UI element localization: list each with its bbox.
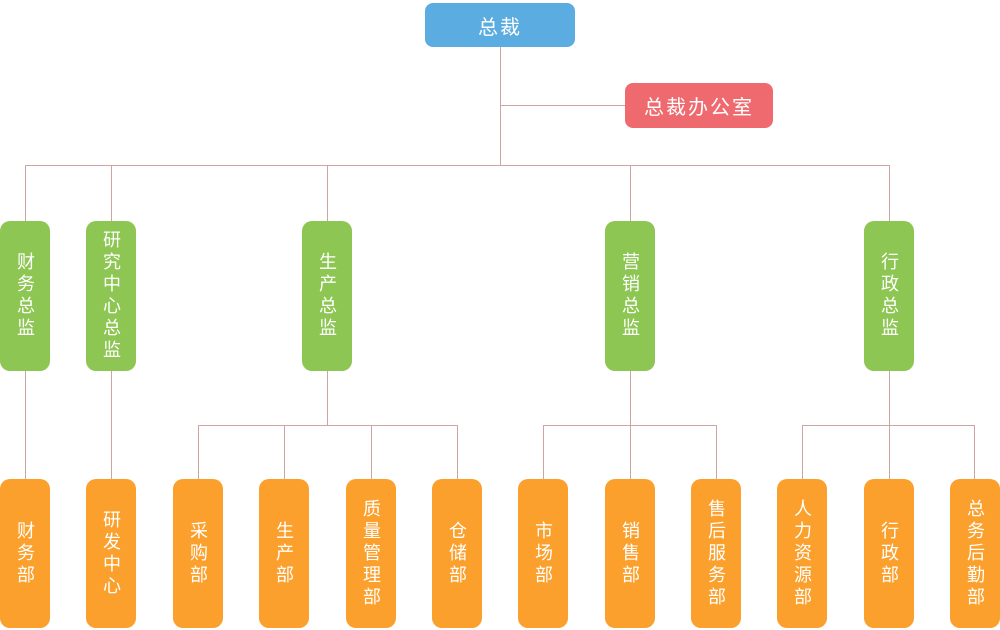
connector-line [543, 425, 716, 426]
node-ceo: 总裁 [425, 3, 575, 47]
connector-line [371, 425, 372, 479]
connector-line [111, 371, 112, 479]
node-finance-director: 财务总监 [0, 221, 50, 371]
connector-line [889, 371, 890, 425]
connector-line [716, 425, 717, 479]
node-admin-director: 行政总监 [864, 221, 914, 371]
node-quality-mgmt-dept: 质量管理部 [346, 479, 396, 628]
connector-line [630, 165, 631, 221]
node-sales-dept: 销售部 [605, 479, 655, 628]
node-production-dept: 生产部 [259, 479, 309, 628]
node-admin-dept: 行政部 [864, 479, 914, 628]
connector-line [500, 47, 501, 165]
connector-line [457, 425, 458, 479]
node-president-office: 总裁办公室 [625, 83, 773, 128]
connector-line [500, 105, 625, 106]
node-market-dept: 市场部 [518, 479, 568, 628]
node-general-affairs-logistics-dept: 总务后勤部 [950, 479, 1000, 628]
connector-line [111, 165, 112, 221]
connector-line [25, 165, 889, 166]
connector-line [198, 425, 199, 479]
node-marketing-director: 营销总监 [605, 221, 655, 371]
node-rnd-center: 研发中心 [86, 479, 136, 628]
connector-line [889, 425, 890, 479]
node-finance-dept: 财务部 [0, 479, 50, 628]
connector-line [25, 371, 26, 479]
connector-line [802, 425, 803, 479]
connector-line [327, 371, 328, 425]
connector-line [543, 425, 544, 479]
node-purchasing-dept: 采购部 [173, 479, 223, 628]
node-production-director: 生产总监 [302, 221, 352, 371]
connector-line [974, 425, 975, 479]
connector-line [889, 165, 890, 221]
node-research-center-director: 研究中心总监 [86, 221, 136, 371]
connector-line [630, 371, 631, 425]
connector-line [802, 425, 975, 426]
connector-line [284, 425, 285, 479]
node-after-sales-service-dept: 售后服务部 [691, 479, 741, 628]
connector-line [25, 165, 26, 221]
connector-line [198, 425, 457, 426]
connector-line [630, 425, 631, 479]
connector-line [327, 165, 328, 221]
node-hr-dept: 人力资源部 [777, 479, 827, 628]
node-warehouse-dept: 仓储部 [432, 479, 482, 628]
